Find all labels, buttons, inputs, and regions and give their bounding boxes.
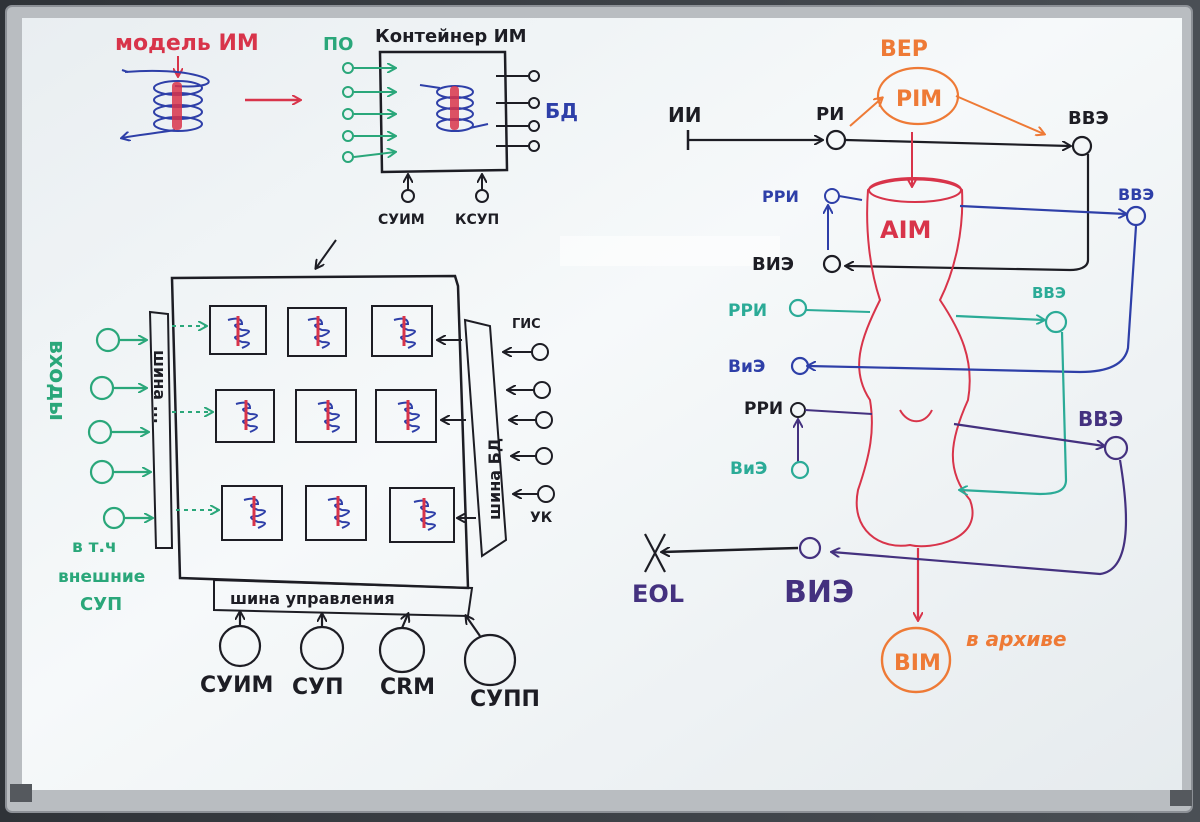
- po-label: ПО: [323, 34, 353, 55]
- ver-label: ВЕР: [880, 37, 928, 62]
- archive-label: в архиве: [966, 627, 1067, 651]
- rri-2-label: РРИ: [728, 301, 767, 321]
- suim-label-top: СУИМ: [378, 212, 425, 228]
- rri-1-label: РРИ: [762, 187, 799, 206]
- bottom-label-crm: CRM: [380, 675, 435, 700]
- cell-coils: [227, 317, 436, 531]
- pim-label: PIM: [896, 87, 942, 112]
- board-surface: [22, 18, 1182, 790]
- system-outer-box: [170, 274, 470, 590]
- corner-bracket-left: [10, 784, 32, 802]
- container-box: [378, 50, 509, 174]
- system-box-group: шина ... шина БД: [148, 274, 508, 590]
- container-im-group: Контейнер ИМ ПО БД: [316, 26, 578, 268]
- inputs-vertical-label: входы: [44, 340, 69, 421]
- right-inputs-group: ГИС УК: [504, 317, 555, 526]
- container-title: Контейнер ИМ: [375, 26, 527, 47]
- eol-x-icon: [644, 533, 666, 573]
- ksup-label: КСУП: [455, 212, 499, 228]
- viz-bottom-label: ВИЭ: [784, 575, 854, 610]
- vvz-3-label: ВВЭ: [1032, 284, 1066, 302]
- viz-2-label: ВиЭ: [728, 357, 765, 377]
- bottom-label-sup: СУП: [292, 675, 344, 700]
- corner-bracket: [1170, 790, 1192, 806]
- rri-3-label: РРИ: [744, 399, 783, 419]
- bim-circle: [880, 626, 952, 694]
- ri-label: РИ: [816, 104, 844, 125]
- ii-label: ИИ: [668, 103, 701, 127]
- vvz-2-label: ВВЭ: [1118, 185, 1154, 204]
- aim-label: AIM: [880, 216, 931, 244]
- bd-label: БД: [545, 99, 578, 123]
- viz-3-label: ВиЭ: [730, 459, 767, 479]
- bim-label: BIM: [894, 651, 941, 676]
- left-bus-label: шина ...: [150, 350, 169, 424]
- incl-line2: внешние: [58, 567, 145, 587]
- right-bus-label: шина БД: [485, 438, 504, 520]
- vvz-top-label: ВВЭ: [1068, 108, 1109, 129]
- uk-label: УК: [530, 510, 553, 526]
- incl-line1: в т.ч: [72, 537, 117, 557]
- control-bus-label: шина управления: [230, 589, 395, 608]
- incl-line3: СУП: [80, 594, 122, 615]
- left-bus: [148, 310, 174, 549]
- control-bus-group: шина управления СУИМ СУП CRM СУПП: [200, 578, 540, 712]
- glare: [560, 236, 780, 266]
- lifecycle-group: ВЕР PIM ИИ РИ ВВЭ AIM РРИ ВВЭ ВИЭ: [632, 37, 1154, 694]
- bottom-label-suim: СУИМ: [200, 673, 273, 698]
- gis-label: ГИС: [512, 317, 541, 332]
- bottom-label-supp: СУПП: [470, 687, 540, 712]
- model-im-group: модель ИМ: [115, 31, 300, 138]
- model-im-label: модель ИМ: [115, 31, 259, 56]
- eol-label: EOL: [632, 580, 684, 608]
- vvz-4-label: ВВЭ: [1078, 407, 1123, 431]
- aim-shape: [855, 178, 974, 548]
- right-bus: [463, 318, 508, 558]
- viz-1-label: ВИЭ: [752, 254, 794, 275]
- inputs-group: входы в т.ч внешние СУП: [44, 327, 152, 615]
